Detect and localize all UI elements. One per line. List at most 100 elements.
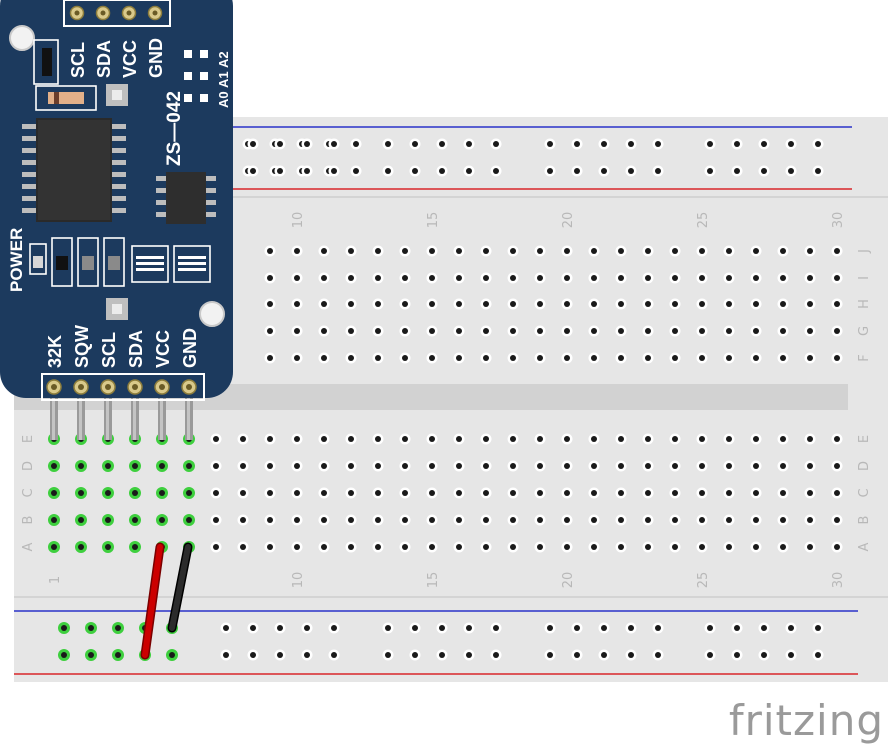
hole-center: [456, 436, 462, 442]
hole-center: [439, 625, 445, 631]
hole-center: [645, 544, 651, 550]
resistor-pack-outline: [173, 245, 211, 283]
hole-connected-center: [169, 652, 175, 658]
hole-connected-center: [132, 544, 138, 550]
hole-center: [321, 463, 327, 469]
hole-center: [699, 517, 705, 523]
hole-center: [618, 436, 624, 442]
hole-center: [761, 652, 767, 658]
hole-center: [240, 517, 246, 523]
hole-center: [483, 328, 489, 334]
hole-center: [331, 168, 337, 174]
bottom-header-pin-center: [51, 384, 57, 390]
hole-center: [304, 141, 310, 147]
hole-center: [726, 301, 732, 307]
ic-legs: [22, 124, 126, 213]
hole-center: [321, 328, 327, 334]
hole-center: [267, 248, 273, 254]
eeprom-chip: [166, 172, 206, 224]
hole-center: [574, 652, 580, 658]
hole-center: [574, 168, 580, 174]
resistor-outline: [77, 237, 99, 287]
resistor: [108, 256, 120, 270]
hole-center: [591, 248, 597, 254]
hole-center: [761, 141, 767, 147]
hole-center: [645, 517, 651, 523]
hole-center: [591, 490, 597, 496]
ic-leg: [22, 172, 36, 177]
hole-center: [493, 168, 499, 174]
resistor-outline: [51, 237, 73, 287]
hole-center: [294, 328, 300, 334]
row-letter-right: C: [857, 488, 872, 497]
power-led: [29, 243, 47, 275]
row-letter-right: F: [857, 354, 872, 361]
hole-center: [564, 463, 570, 469]
column-number-top: 20: [561, 212, 576, 229]
header-leg-shine: [106, 388, 109, 440]
hole-center: [294, 248, 300, 254]
hole-center: [645, 328, 651, 334]
hole-center: [402, 301, 408, 307]
hole-center: [807, 436, 813, 442]
ic-leg: [22, 160, 36, 165]
hole-center: [734, 141, 740, 147]
bottom-pin-label: 32K: [45, 335, 65, 368]
test-pad-bottom-inner: [112, 304, 122, 314]
wire-gnd[interactable]: [167, 542, 193, 633]
top-pin-label: SCL: [68, 42, 88, 78]
wire-vcc[interactable]: [140, 542, 165, 660]
top-header: [63, 0, 171, 27]
bottom-header-pins: [46, 379, 197, 395]
hole-center: [402, 544, 408, 550]
hole-center: [375, 248, 381, 254]
hole-center: [510, 355, 516, 361]
ic-leg: [22, 184, 36, 189]
address-pads: [184, 50, 208, 102]
test-pad-top-inner: [112, 90, 122, 100]
hole-center: [788, 625, 794, 631]
hole-connected-center: [186, 463, 192, 469]
rtc-chip-face: [38, 120, 110, 220]
hole-center: [672, 436, 678, 442]
hole-center: [294, 436, 300, 442]
row-letter-right: H: [857, 299, 872, 309]
column-number-top: 15: [426, 212, 441, 229]
eeprom-leg: [156, 212, 166, 217]
hole-center: [618, 248, 624, 254]
hole-center: [537, 463, 543, 469]
bottom-pin-label: VCC: [153, 330, 173, 368]
hole-center: [537, 490, 543, 496]
hole-center: [483, 355, 489, 361]
hole-center: [807, 490, 813, 496]
top-header-pins: [69, 5, 163, 21]
hole-connected-center: [61, 625, 67, 631]
hole-center: [483, 275, 489, 281]
hole-connected-center: [51, 544, 57, 550]
hole-center: [807, 275, 813, 281]
hole-center: [456, 275, 462, 281]
power-label: POWER: [7, 228, 26, 292]
hole-center: [493, 141, 499, 147]
column-number-bottom: 25: [696, 572, 711, 589]
hole-center: [267, 436, 273, 442]
hole-center: [483, 436, 489, 442]
hole-center: [250, 625, 256, 631]
hole-center: [375, 275, 381, 281]
hole-center: [456, 248, 462, 254]
mount-hole-bottom: [199, 301, 225, 327]
row-letter-right: G: [857, 326, 872, 336]
hole-center: [375, 517, 381, 523]
hole-center: [348, 463, 354, 469]
hole-center: [628, 652, 634, 658]
bottom-header-pin-center: [78, 384, 84, 390]
hole-center: [466, 168, 472, 174]
hole-center: [734, 168, 740, 174]
hole-center: [726, 248, 732, 254]
hole-center: [699, 544, 705, 550]
hole-center: [348, 436, 354, 442]
hole-center: [466, 625, 472, 631]
address-pin-label: A2: [216, 51, 231, 68]
hole-center: [780, 355, 786, 361]
